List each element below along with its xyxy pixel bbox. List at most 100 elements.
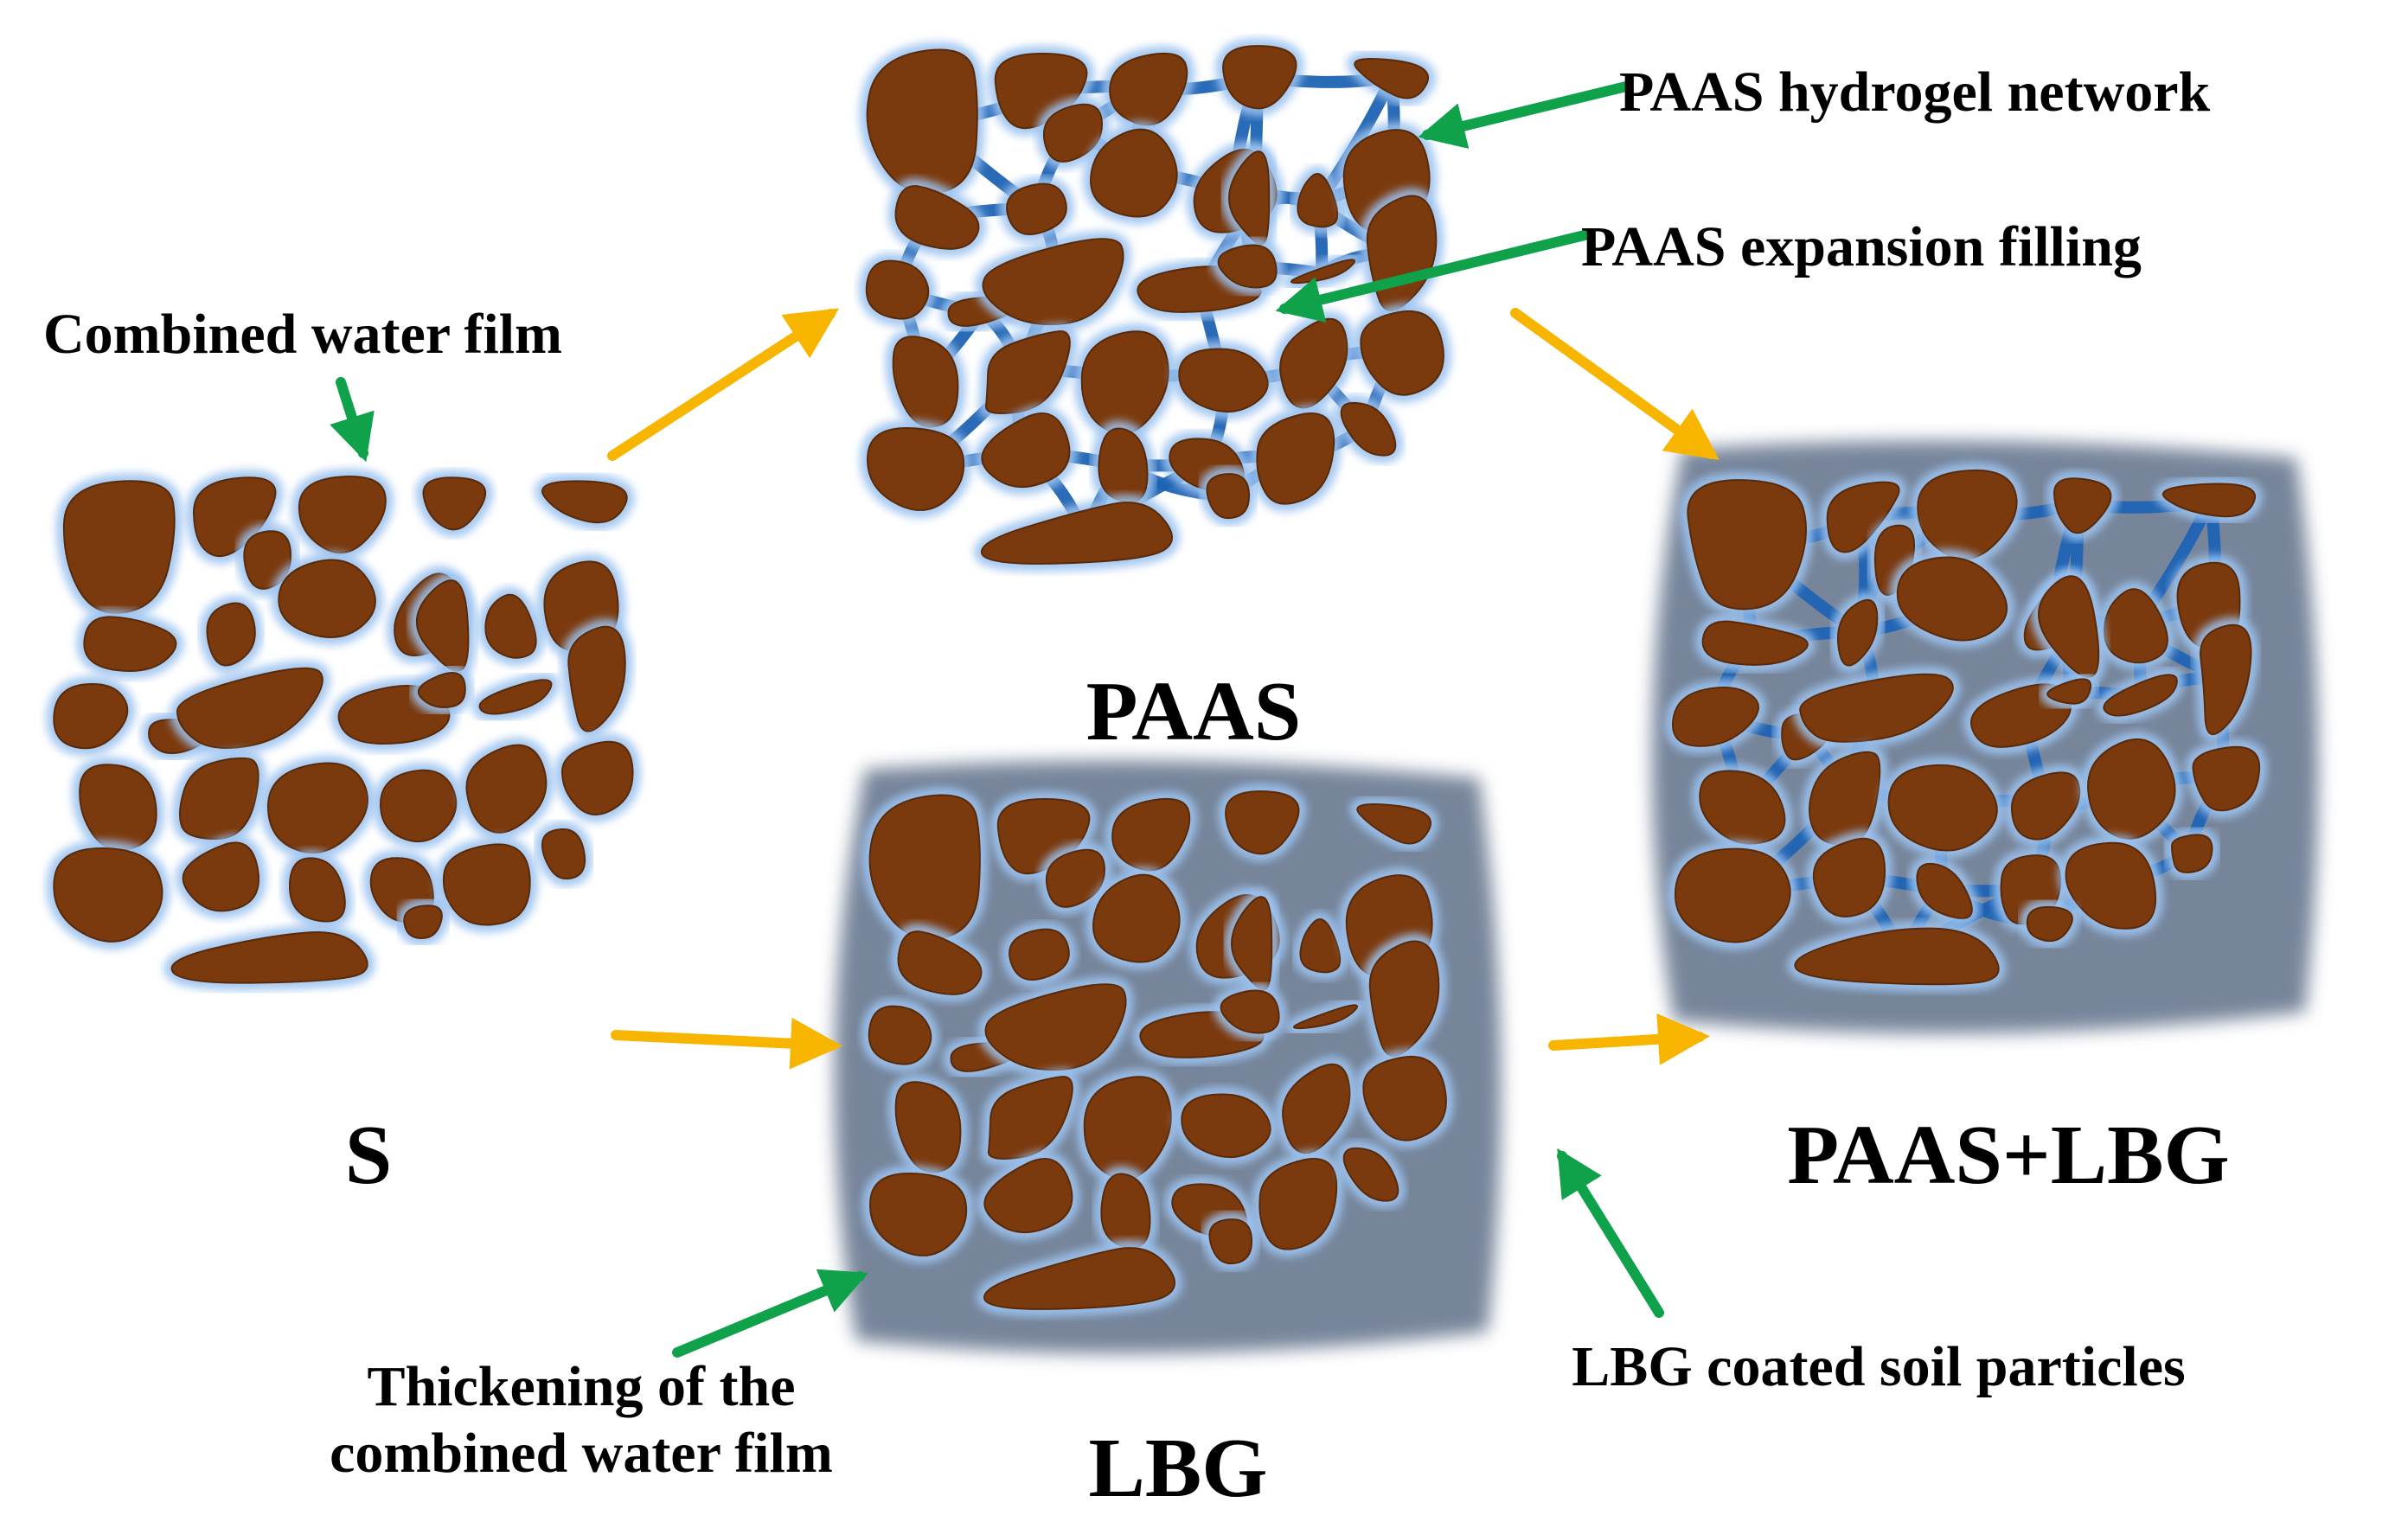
soil-particle bbox=[1799, 673, 1954, 743]
panel-paas-particles bbox=[858, 38, 1451, 572]
soil-particle bbox=[465, 744, 548, 834]
soil-particle bbox=[1042, 103, 1103, 163]
soil-particle bbox=[1293, 1004, 1359, 1030]
soil-particle bbox=[2046, 678, 2092, 705]
soil-particle bbox=[1342, 1147, 1399, 1202]
soil-particle bbox=[1368, 940, 1440, 1057]
soil-particle bbox=[1208, 1218, 1253, 1265]
soil-particle bbox=[1111, 797, 1191, 872]
soil-particle bbox=[170, 931, 368, 984]
soil-particle bbox=[988, 1076, 1073, 1160]
soil-particle bbox=[894, 185, 980, 250]
soil-particle bbox=[868, 1005, 932, 1065]
panel-title-lbg: LBG bbox=[1089, 1422, 1268, 1515]
process-arrows bbox=[607, 308, 1720, 1070]
soil-particle bbox=[1887, 764, 1998, 852]
soil-particle bbox=[868, 794, 981, 940]
pointer-paas-expansion bbox=[1275, 229, 1593, 323]
soil-particle bbox=[278, 559, 376, 638]
soil-particle bbox=[1217, 244, 1278, 289]
soil-particle bbox=[541, 828, 586, 880]
soil-particle bbox=[1006, 182, 1067, 235]
soil-particle bbox=[1220, 989, 1280, 1034]
soil-particle bbox=[892, 336, 959, 428]
soil-particle bbox=[1356, 803, 1431, 845]
pointer-combined-water-film bbox=[330, 377, 375, 463]
arrow-s-to-lbg bbox=[611, 1017, 842, 1070]
soil-particle bbox=[1917, 469, 2018, 560]
soil-particle bbox=[1674, 847, 1791, 943]
soil-particle bbox=[1826, 481, 1900, 553]
soil-particle bbox=[53, 682, 129, 750]
soil-particle bbox=[1916, 862, 1973, 919]
soil-particle bbox=[1812, 837, 1886, 917]
soil-particle bbox=[894, 1081, 962, 1173]
soil-particle bbox=[1100, 1173, 1151, 1249]
soil-particle bbox=[897, 930, 983, 995]
soil-particle bbox=[1896, 556, 2008, 642]
panel-lbg-particles bbox=[861, 783, 1454, 1317]
soil-particle bbox=[478, 679, 553, 715]
soil-particle bbox=[1080, 330, 1169, 435]
soil-particle bbox=[484, 593, 537, 659]
soil-particle bbox=[985, 330, 1071, 414]
soil-particle bbox=[1362, 1056, 1447, 1141]
soil-particle bbox=[1672, 687, 1759, 747]
soil-particle bbox=[541, 480, 628, 524]
soil-particle bbox=[1178, 348, 1269, 413]
soil-particle bbox=[560, 740, 634, 815]
soil-particle bbox=[1092, 873, 1181, 963]
soil-particle bbox=[867, 427, 965, 511]
soil-particle bbox=[2171, 834, 2213, 873]
soil-particle bbox=[442, 843, 531, 926]
soil-particle bbox=[984, 983, 1127, 1071]
soil-particle bbox=[192, 476, 277, 557]
soil-particle bbox=[2087, 738, 2176, 840]
soil-particle bbox=[176, 667, 323, 749]
soil-particle bbox=[869, 1173, 968, 1256]
annotation-paas-expansion-filling: PAAS expansion filling bbox=[1581, 215, 2142, 278]
soil-particle bbox=[1701, 620, 1809, 666]
soil-particle bbox=[288, 857, 346, 923]
soil-particle bbox=[1687, 479, 1807, 611]
soil-particle bbox=[2103, 588, 2168, 664]
soil-particle bbox=[2053, 477, 2112, 534]
soil-particle bbox=[2010, 771, 2081, 841]
soil-particle bbox=[2103, 674, 2178, 717]
panel-title-paas-lbg: PAAS+LBG bbox=[1787, 1109, 2229, 1202]
annotation-paas-hydrogel-network: PAAS hydrogel network bbox=[1619, 61, 2211, 124]
panel-s-particles bbox=[46, 469, 641, 991]
pointer-lbg-coated bbox=[1557, 1148, 1664, 1318]
soil-particle bbox=[865, 259, 930, 320]
panel-title-paas: PAAS bbox=[1086, 665, 1302, 758]
soil-particle bbox=[62, 480, 176, 614]
annotation-lbg-coated-particles: LBG coated soil particles bbox=[1572, 1335, 2185, 1398]
soil-particle bbox=[1090, 128, 1178, 218]
soil-particle bbox=[1009, 928, 1070, 981]
soil-particle bbox=[1299, 918, 1342, 974]
soil-particle bbox=[1699, 770, 1786, 845]
soil-particle bbox=[243, 530, 292, 590]
soil-particle bbox=[1206, 473, 1251, 520]
soil-particle bbox=[182, 841, 259, 912]
soil-particle bbox=[1258, 1158, 1338, 1250]
soil-particle bbox=[982, 238, 1124, 326]
soil-particle bbox=[1256, 412, 1335, 505]
soil-particle bbox=[1354, 58, 1429, 99]
soil-particle bbox=[2065, 841, 2157, 930]
soil-particle bbox=[2026, 905, 2073, 943]
pointer-arrows bbox=[330, 81, 1664, 1358]
soil-particle bbox=[53, 847, 163, 943]
soil-particle bbox=[266, 762, 368, 854]
soil-particle bbox=[1098, 427, 1149, 503]
soil-particle bbox=[1360, 310, 1444, 396]
soil-particle bbox=[2161, 483, 2257, 518]
soil-particle bbox=[1222, 45, 1297, 110]
soil-particle bbox=[980, 502, 1173, 565]
soil-particle bbox=[83, 616, 177, 672]
arrow-paas-to-combo bbox=[1510, 308, 1720, 461]
arrow-lbg-to-combo bbox=[1548, 1013, 1710, 1065]
soil-particle bbox=[983, 1247, 1175, 1310]
soil-particle bbox=[298, 476, 387, 554]
